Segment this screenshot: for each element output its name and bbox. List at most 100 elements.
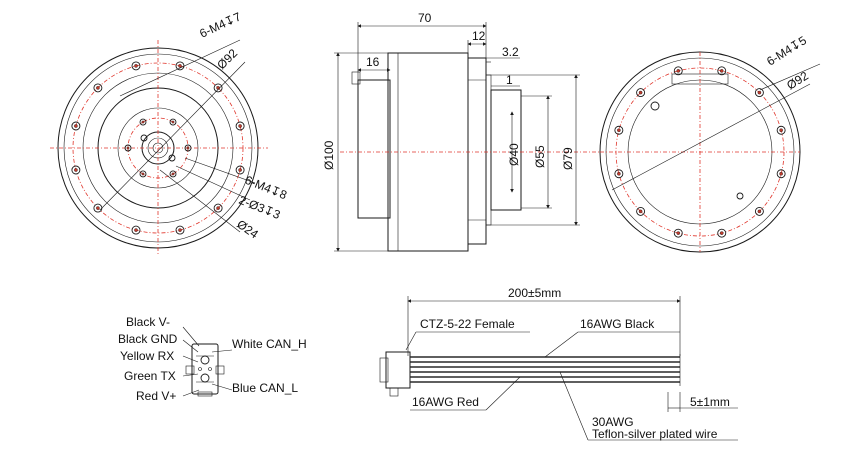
signal-wire-desc-label: Teflon-silver plated wire [592,427,718,441]
bolt-hole [124,144,132,152]
black-wire-label: 16AWG Black [580,317,655,331]
signal-wire-gauge-label: 30AWG [592,415,634,429]
front-outer-thread-callout: 6-M4↧7 [197,9,243,40]
bolt-hole-center [216,206,220,210]
bolt-hole-center [638,209,643,214]
rear-thread-callout: 6-M4↧5 [764,33,809,68]
pin-socket [200,355,210,365]
bolt-hole-center [178,228,182,232]
side-dim-length: 70 [418,11,432,25]
side-dim-front-step: 16 [366,55,380,69]
can-h-label: White CAN_H [232,337,307,351]
bolt-hole-center [141,172,145,176]
connector-body [191,343,219,395]
bolt-hole [169,118,177,126]
bolt-hole-center [676,69,681,73]
rear-pcd-callout: Ø92 [784,68,811,92]
bolt-hole [175,225,185,235]
bolt-hole [614,125,624,135]
bolt-hole [139,170,147,178]
side-dim-rear-step: 3.2 [502,45,519,59]
cable-connector [385,351,411,389]
bolt-hole-center [126,146,130,150]
rear-sensor-hole [650,101,660,111]
bolt-hole [636,88,646,98]
cable-assembly: 200±5mm 5±1mm CTZ-5-22 Female 16AWG Blac… [379,286,738,441]
bolt-hole [213,203,223,213]
bolt-hole [235,165,245,175]
bolt-hole-center [676,231,681,235]
bolt-hole-center [238,168,242,172]
pin-label-4: Red V+ [136,389,176,403]
bolt-hole-center [238,124,242,128]
bolt-hole-center [779,128,783,133]
rear-view: 6-M4↧5 Ø92 [599,33,821,253]
side-dim-body-dia: Ø100 [322,140,336,170]
bolt-hole-center [134,228,138,232]
bolt-hole-center [617,128,621,133]
strip-length-dim: 5±1mm [690,395,730,409]
front-inner-pcd-callout: Ø24 [234,217,261,242]
bolt-hole-center [141,120,145,124]
bolt-hole-center [134,64,138,68]
bolt-hole [93,83,103,93]
connector-type-label: CTZ-5-22 Female [420,317,515,331]
bolt-hole-center [757,209,762,214]
bolt-hole [131,61,141,71]
bolt-hole-center [178,64,182,68]
bolt-hole [614,169,624,179]
bolt-hole-center [96,86,100,90]
bolt-hole-center [757,90,762,95]
rear-bolt-holes [614,66,786,238]
bolt-hole [71,121,81,131]
bolt-hole [673,228,683,238]
front-view: 6-M4↧7 Ø92 6-M4↧8 2-Ø3↧3 Ø24 [50,9,289,256]
bolt-hole [776,125,786,135]
bolt-hole [131,225,141,235]
bolt-hole [673,66,683,76]
bolt-hole-center [779,171,783,176]
bolt-hole-center [719,69,724,73]
bolt-hole-center [171,120,175,124]
side-dim-mid-dia: Ø55 [533,145,547,168]
bolt-hole [717,228,727,238]
bolt-hole [754,88,764,98]
side-dim-inner-dia: Ø40 [507,143,521,166]
bolt-hole-center [617,171,621,176]
rear-sensor-hole [736,192,744,200]
side-dim-rear-gap: 1 [506,73,513,87]
inner-bolt-holes [124,118,192,178]
bolt-hole [235,121,245,131]
bolt-hole [139,118,147,126]
bolt-hole [776,169,786,179]
bolt-hole-center [96,206,100,210]
pin-label-0: Black V- [126,315,170,329]
bolt-hole [754,206,764,216]
connector-pinout: Black V- Black GND Yellow RX Green TX Re… [118,315,307,403]
bolt-hole-center [186,146,190,150]
bolt-hole-center [719,231,724,235]
pin-hole [140,134,148,142]
side-dim-outer-dia: Ø79 [561,147,575,170]
bolt-hole-center [171,172,175,176]
bolt-hole [169,170,177,178]
bolt-hole [184,144,192,152]
red-wire-label: 16AWG Red [412,395,479,409]
bolt-hole-center [638,90,643,95]
bolt-hole [213,83,223,93]
bolt-hole-center [74,168,78,172]
outer-bolt-holes [71,61,245,235]
bolt-hole [636,206,646,216]
pin-label-3: Green TX [124,369,176,383]
pin-socket [200,373,210,383]
bolt-hole-center [74,124,78,128]
bolt-hole [717,66,727,76]
side-dim-shaft: 12 [472,29,486,43]
cable-length-dim: 200±5mm [508,286,561,300]
bolt-hole [71,165,81,175]
pin-hole [168,154,176,162]
pin-label-1: Black GND [118,332,178,346]
side-view: 70 12 3.2 1 16 Ø100 Ø40 Ø55 Ø79 [322,11,600,252]
pin-label-2: Yellow RX [120,349,174,363]
